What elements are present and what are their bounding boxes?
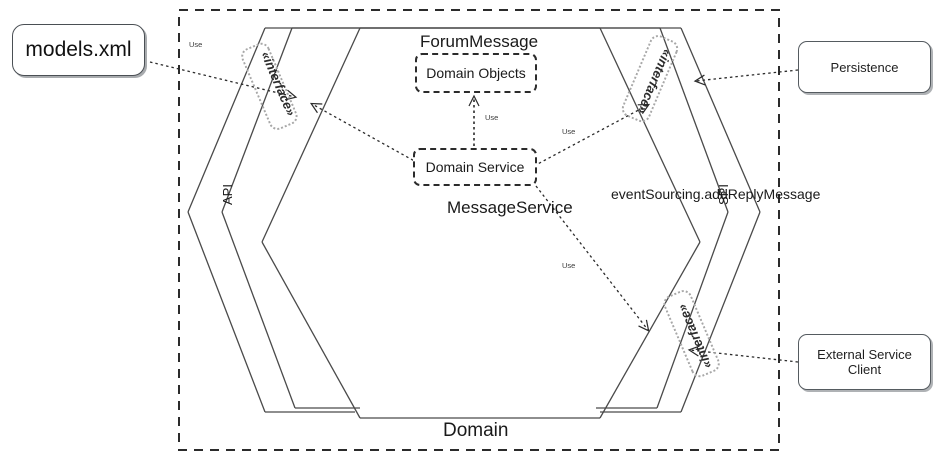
external-service-client-label: External Service Client (817, 347, 912, 377)
message-service-caption: MessageService (447, 198, 573, 217)
dep-persistence-to-spi (693, 69, 799, 86)
external-service-client-node[interactable]: External Service Client (798, 334, 931, 390)
domain-objects-box[interactable]: Domain Objects (415, 53, 537, 93)
api-port-label: API (220, 184, 235, 205)
domain-service-box[interactable]: Domain Service (413, 148, 537, 186)
models-xml-node[interactable]: models.xml (12, 24, 145, 76)
domain-hexagon (261, 27, 701, 419)
domain-service-label: Domain Service (425, 159, 525, 175)
use-label-persistence: Use (562, 127, 576, 136)
domain-objects-label: Domain Objects (426, 65, 526, 81)
dep-service-to-api (309, 102, 419, 164)
domain-frame-label: Domain (443, 420, 509, 441)
persistence-label: Persistence (830, 59, 899, 75)
use-label-domain-objects: Use (485, 113, 499, 122)
forum-message-title: ForumMessage (420, 32, 539, 51)
use-label-models: Use (189, 40, 203, 49)
dep-external-client-to-spi (687, 345, 799, 363)
use-label-external: Use (562, 261, 576, 270)
event-sourcing-label: eventSourcing.addReplyMessage (611, 186, 821, 202)
domain-frame (178, 9, 780, 451)
models-xml-label: models.xml (25, 38, 132, 61)
persistence-node[interactable]: Persistence (798, 41, 931, 93)
